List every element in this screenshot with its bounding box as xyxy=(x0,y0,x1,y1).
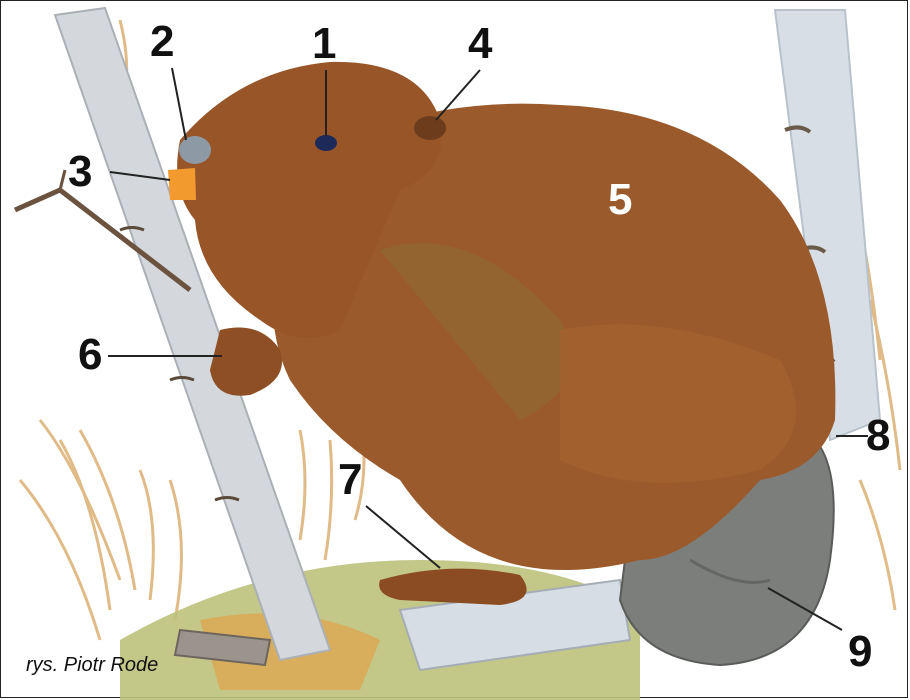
label-3: 3 xyxy=(68,150,92,194)
label-8: 8 xyxy=(866,414,890,458)
beaver-teeth xyxy=(168,168,196,200)
label-1: 1 xyxy=(312,22,336,66)
label-5: 5 xyxy=(608,178,632,222)
label-4: 4 xyxy=(468,22,492,66)
front-paw xyxy=(210,328,282,396)
label-7: 7 xyxy=(338,458,362,502)
label-6: 6 xyxy=(78,333,102,377)
beaver-ear xyxy=(414,116,446,140)
label-9: 9 xyxy=(848,630,872,674)
illustration-credit: rys. Piotr Rode xyxy=(26,654,158,677)
label-2: 2 xyxy=(150,20,174,64)
beaver-eye xyxy=(315,135,337,151)
beaver-nose xyxy=(179,136,211,164)
